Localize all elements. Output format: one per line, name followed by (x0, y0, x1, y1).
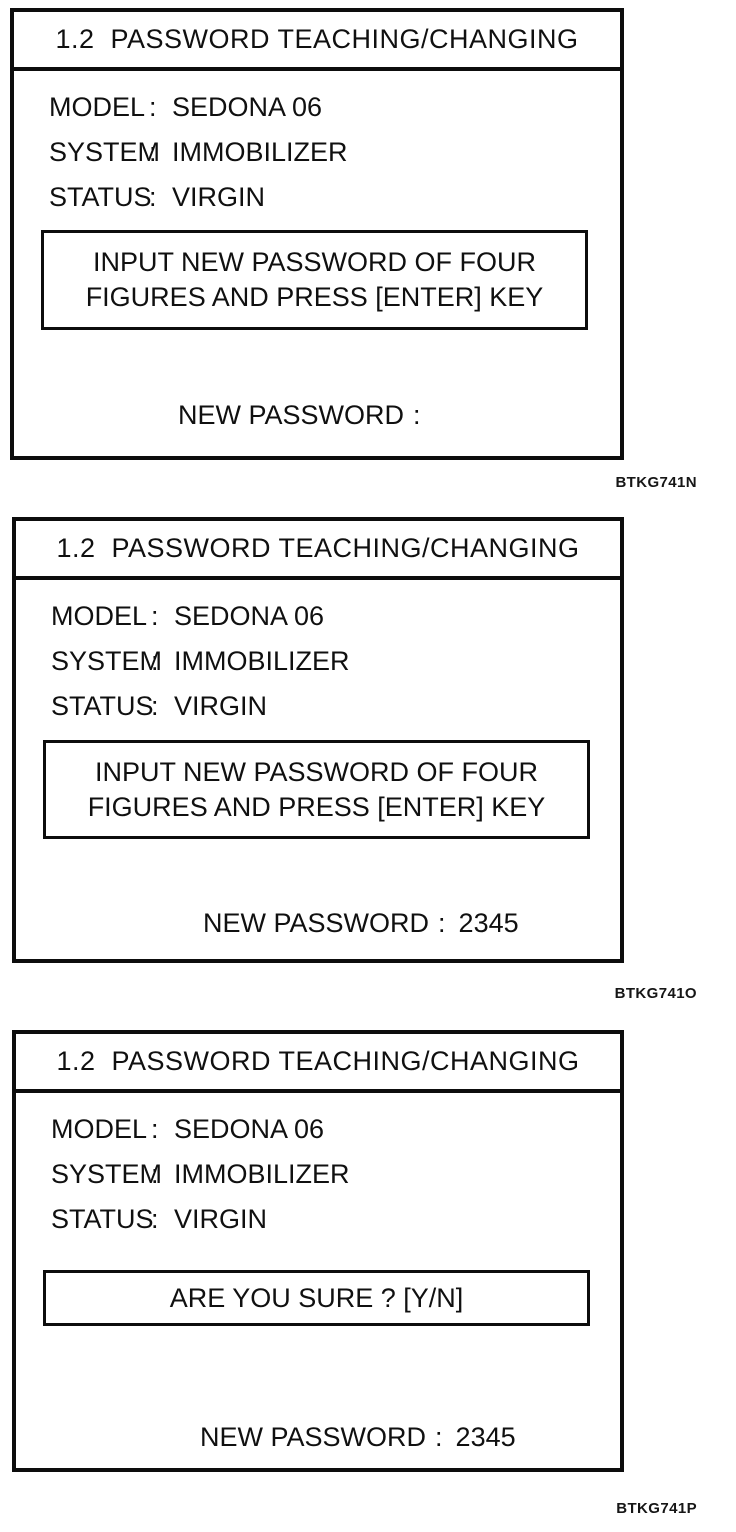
password-separator: : (438, 908, 446, 938)
vehicle-info-block: MODEL : SEDONA 06 SYSTEM : IMMOBILIZER S… (14, 85, 620, 220)
info-separator: : (151, 646, 159, 676)
password-separator: : (435, 1422, 443, 1452)
info-separator: : (149, 182, 157, 212)
scan-tool-screen-step2: 1.2 PASSWORD TEACHING/CHANGING MODEL : S… (12, 517, 624, 963)
info-value-model: SEDONA 06 (172, 92, 323, 122)
figure-code: BTKG741N (615, 474, 697, 491)
vehicle-info-block: MODEL : SEDONA 06 SYSTEM : IMMOBILIZER S… (16, 594, 620, 729)
confirm-message-box: ARE YOU SURE ? [Y/N] (43, 1270, 590, 1326)
info-separator: : (151, 691, 159, 721)
message-line: FIGURES AND PRESS [ENTER] KEY (87, 791, 546, 822)
info-row-system: SYSTEM : IMMOBILIZER (51, 639, 620, 684)
screen-title: 1.2 PASSWORD TEACHING/CHANGING (55, 24, 579, 54)
info-value-system: IMMOBILIZER (174, 646, 350, 676)
password-value: 2345 (458, 908, 519, 938)
message-line: INPUT NEW PASSWORD OF FOUR (92, 247, 536, 277)
new-password-field: NEW PASSWORD:2345 (155, 1392, 516, 1482)
info-label-system: SYSTEM (51, 1159, 163, 1189)
info-row-system: SYSTEM : IMMOBILIZER (51, 1152, 620, 1197)
message-line: ARE YOU SURE ? [Y/N] (169, 1282, 464, 1313)
info-row-status: STATUS : VIRGIN (51, 1197, 620, 1242)
password-label: NEW PASSWORD (178, 400, 405, 430)
vehicle-info-block: MODEL : SEDONA 06 SYSTEM : IMMOBILIZER S… (16, 1107, 620, 1242)
screen-title: 1.2 PASSWORD TEACHING/CHANGING (56, 1046, 580, 1076)
info-label-status: STATUS (49, 182, 152, 212)
info-row-model: MODEL : SEDONA 06 (51, 594, 620, 639)
info-separator: : (151, 1204, 159, 1234)
scan-tool-screen-step3: 1.2 PASSWORD TEACHING/CHANGING MODEL : S… (12, 1030, 624, 1472)
screen-title-bar: 1.2 PASSWORD TEACHING/CHANGING (14, 12, 620, 71)
info-value-status: VIRGIN (174, 691, 268, 721)
info-value-model: SEDONA 06 (174, 601, 325, 631)
info-label-system: SYSTEM (49, 137, 161, 167)
instruction-message-box: INPUT NEW PASSWORD OF FOUR FIGURES AND P… (43, 740, 590, 839)
info-row-status: STATUS : VIRGIN (51, 684, 620, 729)
info-label-model: MODEL (51, 601, 148, 631)
info-label-system: SYSTEM (51, 646, 163, 676)
screen-title-bar: 1.2 PASSWORD TEACHING/CHANGING (16, 521, 620, 580)
info-row-status: STATUS : VIRGIN (49, 175, 620, 220)
info-value-system: IMMOBILIZER (174, 1159, 350, 1189)
new-password-field: NEW PASSWORD:2345 (158, 878, 519, 968)
password-separator: : (413, 400, 421, 430)
info-label-status: STATUS (51, 1204, 154, 1234)
info-separator: : (149, 92, 157, 122)
info-value-model: SEDONA 06 (174, 1114, 325, 1144)
info-row-model: MODEL : SEDONA 06 (49, 85, 620, 130)
info-row-model: MODEL : SEDONA 06 (51, 1107, 620, 1152)
info-label-model: MODEL (51, 1114, 148, 1144)
info-value-status: VIRGIN (172, 182, 266, 212)
password-label: NEW PASSWORD (200, 1422, 427, 1452)
instruction-message-box: INPUT NEW PASSWORD OF FOUR FIGURES AND P… (41, 230, 588, 330)
info-row-system: SYSTEM : IMMOBILIZER (49, 130, 620, 175)
info-label-model: MODEL (49, 92, 146, 122)
message-line: INPUT NEW PASSWORD OF FOUR (94, 756, 538, 787)
password-label: NEW PASSWORD (203, 908, 430, 938)
info-separator: : (151, 601, 159, 631)
info-value-system: IMMOBILIZER (172, 137, 348, 167)
new-password-field: NEW PASSWORD: (133, 370, 434, 460)
info-separator: : (151, 1159, 159, 1189)
password-value: 2345 (455, 1422, 516, 1452)
figure-code: BTKG741O (614, 985, 697, 1002)
info-label-status: STATUS (51, 691, 154, 721)
scan-tool-screen-step1: 1.2 PASSWORD TEACHING/CHANGING MODEL : S… (10, 8, 624, 460)
screen-title-bar: 1.2 PASSWORD TEACHING/CHANGING (16, 1034, 620, 1093)
info-value-status: VIRGIN (174, 1204, 268, 1234)
figure-code: BTKG741P (616, 1500, 697, 1517)
info-separator: : (149, 137, 157, 167)
message-line: FIGURES AND PRESS [ENTER] KEY (85, 282, 544, 312)
info-separator: : (151, 1114, 159, 1144)
screen-title: 1.2 PASSWORD TEACHING/CHANGING (56, 533, 580, 563)
